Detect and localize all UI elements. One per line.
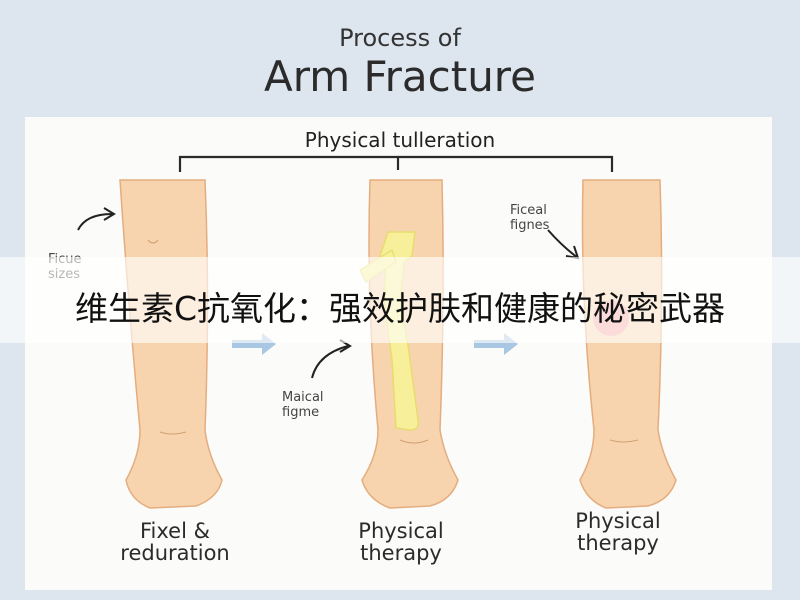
diagram-title: Arm Fracture [264,52,536,101]
step-1-label-line2: reduration [120,541,230,565]
pointer-arrow-2 [311,345,349,379]
annotation-middle-line2: figme [282,405,320,420]
watermark-text: 维生素C抗氧化：强效护肤和健康的秘密武器 [74,289,726,328]
step-2-label-line1: Physical [358,519,444,543]
step-1-label: Fixel & reduration [90,520,260,564]
step-3-label: Physical therapy [543,510,693,554]
arm-2 [361,179,459,509]
pointer-arrow-1 [77,213,113,231]
step-2-label: Physical therapy [326,520,476,564]
bracket-label: Physical tulleration [304,128,496,152]
step-2-label-line2: therapy [360,541,442,565]
step-1-label-line1: Fixel & [140,519,210,543]
annotation-right-line2: fignes [510,218,550,233]
annotation-middle: Maical figme [282,390,324,420]
arm-3 [579,179,677,509]
diagram-subtitle: Process of [339,24,461,52]
pointer-arrow-3 [547,229,579,259]
arm-1 [119,179,223,509]
annotation-right-line1: Ficeal [510,203,547,218]
step-3-label-line1: Physical [575,509,661,533]
step-3-label-line2: therapy [577,531,659,555]
watermark-banner [0,257,800,343]
top-bracket [178,155,614,172]
annotation-right: Ficeal fignes [510,203,549,233]
annotation-middle-line1: Maical [282,390,324,405]
